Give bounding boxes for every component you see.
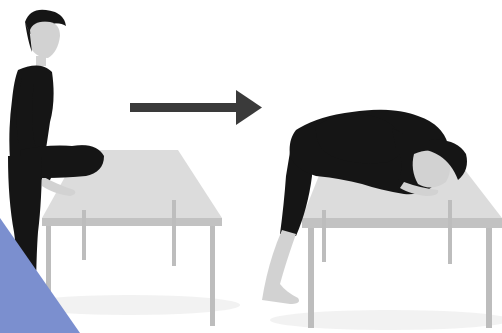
right-table-leg — [322, 210, 326, 262]
floor-shadow-right — [270, 310, 502, 330]
left-table-leg — [210, 226, 215, 326]
left-scene — [0, 10, 240, 333]
figure-neck — [36, 56, 46, 66]
arrow-head — [236, 90, 262, 125]
right-scene — [262, 110, 502, 330]
bent-figure-lower-leg — [262, 230, 299, 304]
right-table-edge — [302, 218, 502, 228]
right-table-leg — [308, 228, 314, 328]
right-table-leg — [448, 200, 452, 264]
arrow-right-icon — [130, 90, 262, 125]
left-table-leg — [82, 210, 86, 260]
arrow-shaft — [130, 103, 240, 112]
figure-head — [30, 22, 60, 58]
right-table-leg — [486, 228, 492, 328]
corner-accent — [0, 218, 80, 333]
left-table-edge — [42, 218, 222, 226]
left-table-leg — [172, 200, 176, 266]
